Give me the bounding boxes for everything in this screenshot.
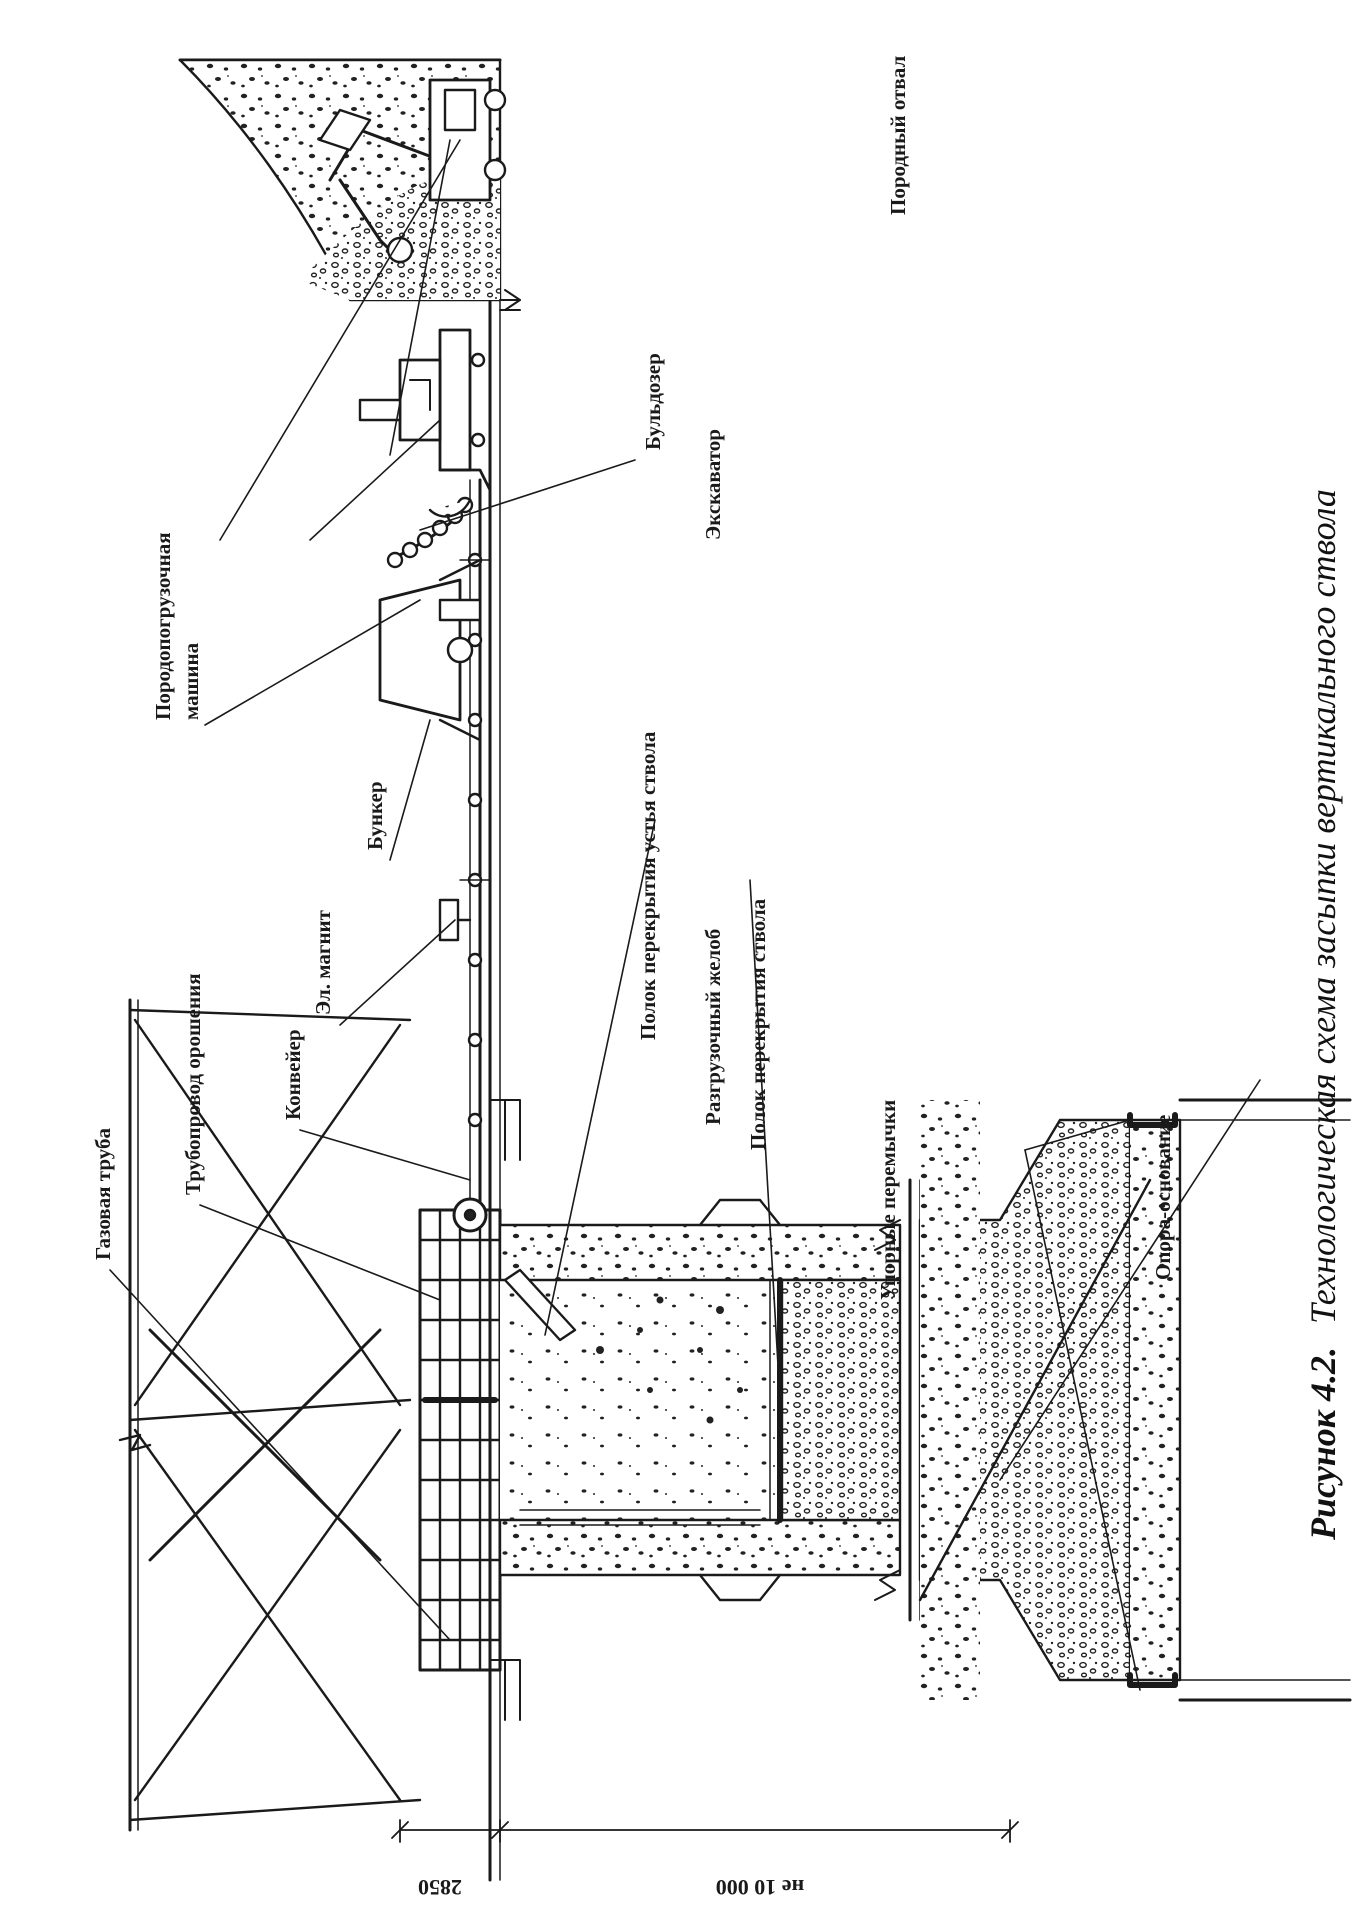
leader-lines (109, 139, 1261, 1691)
label-rock-dump-vertical: Породный отвал (886, 56, 910, 215)
label-el-magnet: Эл. магнит (311, 909, 335, 1015)
caption-number: Рисунок 4.2. (1303, 1347, 1343, 1541)
shaft-structure (498, 1198, 902, 1602)
label-support-base: Опора-основание (1151, 1115, 1175, 1280)
headhouse-grid (418, 1208, 502, 1672)
label-excavator: Экскаватор (701, 429, 725, 540)
caption-title: Технологическая схема засыпки вертикальн… (1303, 489, 1343, 1324)
rock-dump-area (178, 58, 521, 311)
stop-bulkhead-2 (1127, 1672, 1178, 1688)
label-bunker: Бункер (363, 781, 387, 850)
label-shaft-mouth-deck: Полок перекрытия устья ствола (636, 731, 660, 1040)
label-gas-pipe: Газовая труба (91, 1128, 115, 1260)
drawing-group (109, 58, 1352, 1882)
label-stop-bulkheads: Упорные перемычки (876, 1100, 900, 1300)
dimension-lower: не 10 000 (716, 1875, 804, 1900)
label-unloading-chute: Разгрузочный желоб (701, 929, 725, 1125)
label-bulldozer: Бульдозер (641, 353, 665, 450)
label-rock-loader-2: машина (179, 642, 203, 720)
dimension-upper: 2850 (418, 1875, 462, 1900)
unloading-chute (503, 1268, 577, 1342)
label-shaft-deck: Полок перекрытия ствола (746, 898, 770, 1150)
support-base (908, 1098, 1352, 1702)
label-rock-loader-1: Породопогрузочная (151, 532, 175, 720)
bunker (378, 558, 482, 742)
headframe-truss (118, 998, 422, 1832)
bulldozer (358, 328, 492, 518)
figure-caption: Рисунок 4.2. Технологическая схема засып… (1303, 489, 1343, 1541)
label-irrigation-pipeline: Трубопровод орошения (181, 973, 205, 1195)
label-conveyor: Конвейер (281, 1029, 305, 1120)
excavator (318, 108, 442, 264)
dimension-lines (391, 1819, 1019, 1843)
